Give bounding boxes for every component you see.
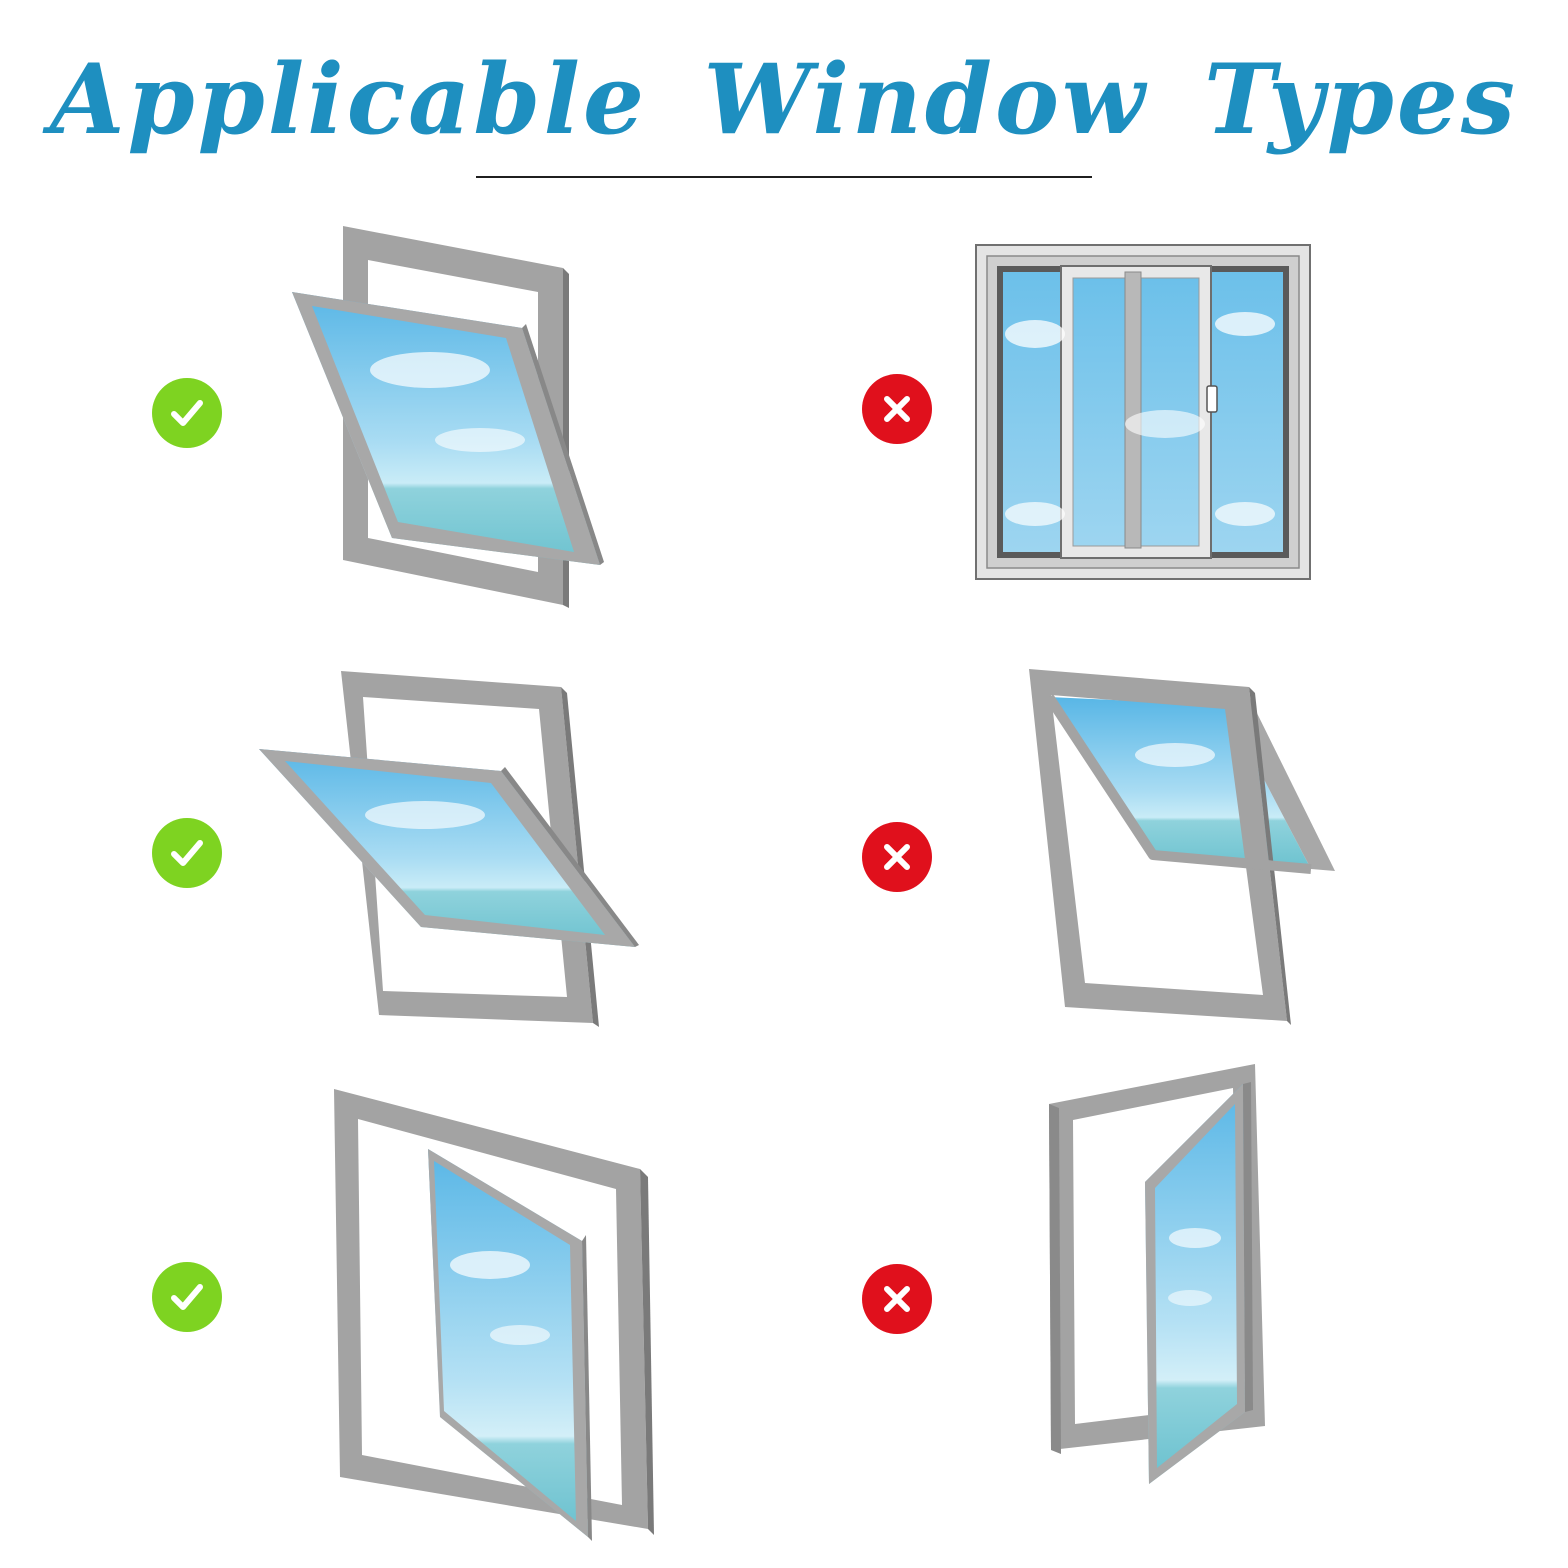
not-applicable-badge bbox=[862, 374, 932, 444]
not-applicable-badge bbox=[862, 1264, 932, 1334]
tilt-window-illustration bbox=[255, 665, 645, 1035]
casement-door-illustration bbox=[1045, 1058, 1275, 1493]
check-icon bbox=[171, 840, 203, 866]
applicable-badge bbox=[152, 818, 222, 888]
awning-window-illustration bbox=[1025, 665, 1340, 1030]
cross-icon bbox=[884, 844, 910, 870]
not-applicable-badge bbox=[862, 822, 932, 892]
tilt-window-illustration bbox=[280, 220, 610, 610]
applicable-badge bbox=[152, 1262, 222, 1332]
applicable-badge bbox=[152, 378, 222, 448]
sliding-window-illustration bbox=[975, 244, 1311, 580]
cross-icon bbox=[884, 1286, 910, 1312]
cross-icon bbox=[884, 396, 910, 422]
page-title: Applicable Window Types bbox=[50, 43, 1518, 156]
title-divider bbox=[476, 176, 1092, 178]
check-icon bbox=[171, 400, 203, 426]
check-icon bbox=[171, 1284, 203, 1310]
casement-window-illustration bbox=[330, 1085, 655, 1545]
